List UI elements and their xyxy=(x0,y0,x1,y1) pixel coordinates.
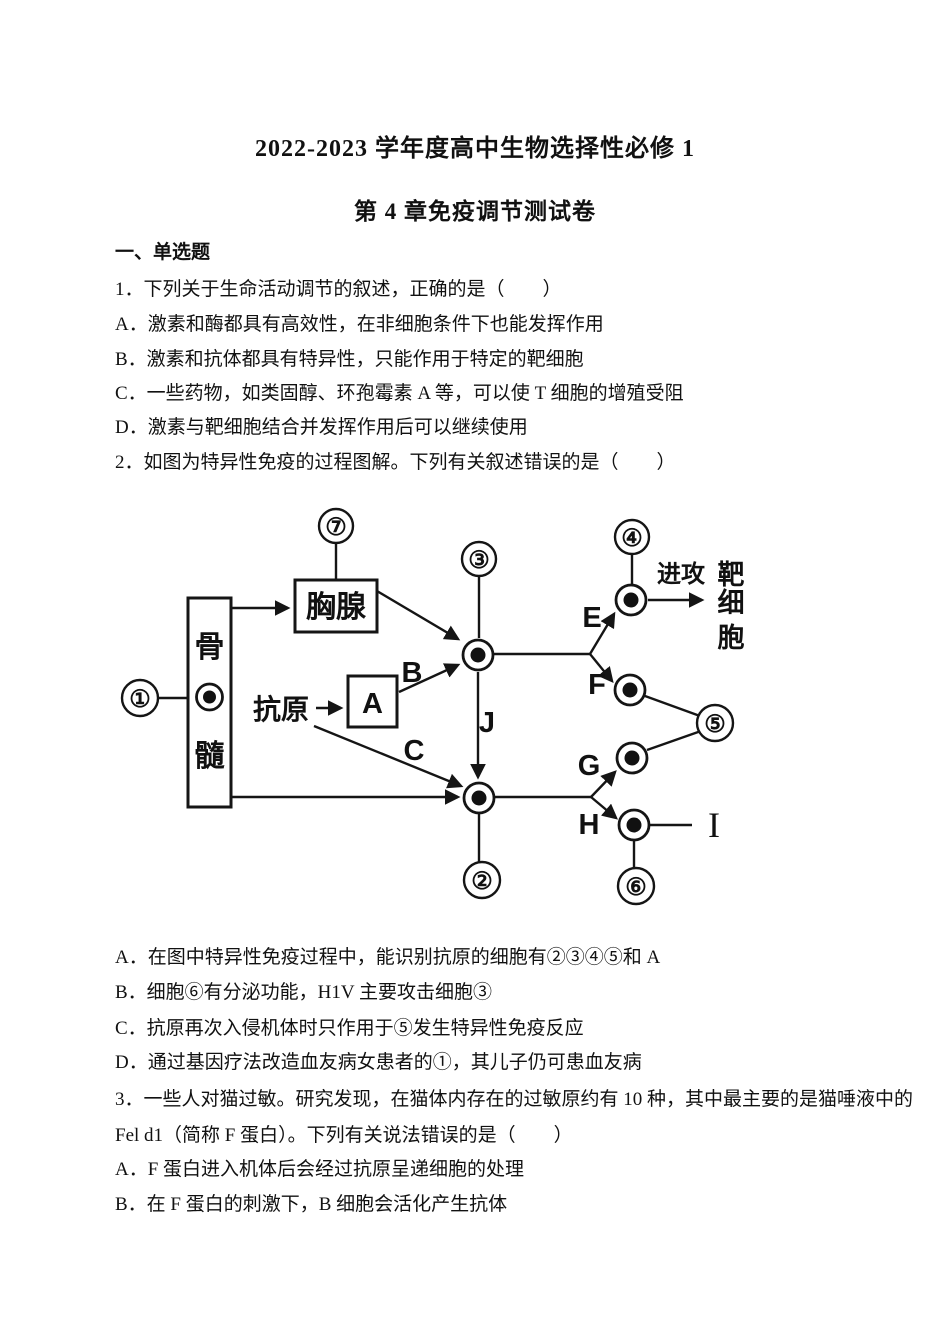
arrow-f-label: F xyxy=(588,669,606,701)
svg-text:④: ④ xyxy=(621,526,643,552)
arrow-h-label: H xyxy=(579,809,600,841)
target-cell-label-char1: 靶 xyxy=(718,560,745,590)
q2-option-d: D．通过基因疗法改造血友病女患者的①，其儿子仍可患血友病 xyxy=(115,1052,642,1073)
circled-number-4: ④ xyxy=(613,518,651,556)
cell-a-label: A xyxy=(362,688,383,720)
arrow-h xyxy=(590,796,618,820)
arrow-f xyxy=(589,653,614,684)
svg-text:①: ① xyxy=(129,687,151,713)
q1-option-c: C．一些药物，如类固醇、环孢霉素 A 等，可以使 T 细胞的增殖受阻 xyxy=(115,383,684,404)
effector-t-cell-icon xyxy=(614,583,648,617)
q1-option-d: D．激素与靶细胞结合并发挥作用后可以继续使用 xyxy=(115,417,528,438)
doc-title: 2022-2023 学年度高中生物选择性必修 1 xyxy=(255,136,695,162)
circled-number-3: ③ xyxy=(460,540,498,578)
bone-marrow-label-bottom: 髓 xyxy=(195,740,225,773)
circled-number-7: ⑦ xyxy=(317,507,355,545)
arrow-e xyxy=(588,611,616,655)
q1-option-b: B．激素和抗体都具有特异性，只能作用于特定的靶细胞 xyxy=(115,349,584,370)
target-cell-label-char3: 胞 xyxy=(717,623,745,653)
arrow-g-label: G xyxy=(578,750,601,782)
arrow-e-label: E xyxy=(582,602,601,634)
svg-text:⑦: ⑦ xyxy=(325,515,347,541)
plasma-cell-icon xyxy=(617,808,651,842)
memory-t-cell-icon xyxy=(613,673,647,707)
svg-text:⑤: ⑤ xyxy=(704,712,726,738)
q3-option-a: A．F 蛋白进入机体后会经过抗原呈递细胞的处理 xyxy=(115,1159,525,1180)
arrow-g xyxy=(590,770,617,798)
section-header: 一、单选题 xyxy=(115,242,211,263)
arrow-b xyxy=(398,663,461,694)
circled-number-1: ① xyxy=(120,678,160,718)
q1-stem: 1．下列关于生命活动调节的叙述，正确的是（ ） xyxy=(115,279,562,300)
arrow-c xyxy=(313,724,464,789)
circled-number-2: ② xyxy=(462,860,502,900)
q2-stem: 2．如图为特异性免疫的过程图解。下列有关叙述错误的是（ ） xyxy=(115,452,676,473)
cell-a-box xyxy=(346,674,399,729)
attack-label: 进攻 xyxy=(657,561,706,588)
t-cell-icon xyxy=(461,638,495,672)
q3-stem-line2: Fel d1（简称 F 蛋白）。下列有关说法错误的是（ ） xyxy=(115,1125,573,1146)
arrow-j-label: J xyxy=(479,707,495,739)
arrow-thymus-tcell xyxy=(376,589,461,641)
arrow-b-label: B xyxy=(402,657,423,689)
circled-number-5: ⑤ xyxy=(695,703,735,743)
line-5-gcell xyxy=(646,729,702,752)
memory-b-cell-icon xyxy=(615,741,649,775)
bone-marrow-box xyxy=(186,596,233,809)
doc-subtitle: 第 4 章免疫调节测试卷 xyxy=(354,199,596,224)
circled-number-6: ⑥ xyxy=(616,866,656,906)
q3-stem-line1: 3．一些人对猫过敏。研究发现，在猫体内存在的过敏原约有 10 种，其中最主要的是… xyxy=(115,1089,914,1110)
q2-option-c: C．抗原再次入侵机体时只作用于⑤发生特异性免疫反应 xyxy=(115,1018,584,1039)
target-cell-label-char2: 细 xyxy=(718,587,745,618)
thymus-label: 胸腺 xyxy=(306,591,367,624)
q3-option-b: B．在 F 蛋白的刺激下，B 细胞会活化产生抗体 xyxy=(115,1194,508,1215)
thymus-box xyxy=(293,578,379,634)
svg-text:③: ③ xyxy=(468,548,490,574)
antigen-label: 抗原 xyxy=(253,693,309,726)
b-cell-icon xyxy=(462,781,496,815)
line-fcell-5 xyxy=(644,694,701,718)
immune-process-diagram: 骨 髓 胸腺 A xyxy=(120,507,745,906)
q1-option-a: A．激素和酶都具有高效性，在非细胞条件下也能发挥作用 xyxy=(115,314,604,335)
substance-i-label: I xyxy=(708,805,720,845)
arrow-c-label: C xyxy=(404,735,425,767)
q2-option-b: B．细胞⑥有分泌功能，H1V 主要攻击细胞③ xyxy=(115,982,493,1003)
bone-marrow-label-top: 骨 xyxy=(195,631,225,664)
svg-text:⑥: ⑥ xyxy=(625,875,647,901)
q2-option-a: A．在图中特异性免疫过程中，能识别抗原的细胞有②③④⑤和 A xyxy=(115,947,661,968)
svg-text:②: ② xyxy=(471,869,493,895)
bone-marrow-cell-icon xyxy=(195,682,224,712)
